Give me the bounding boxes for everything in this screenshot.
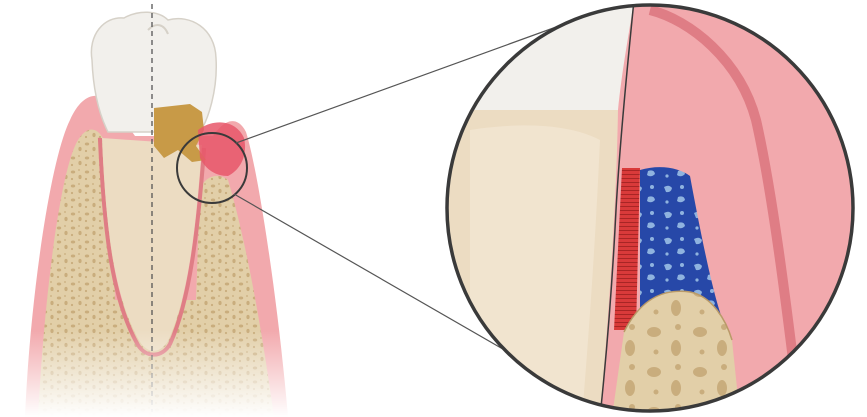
inset-enamel: [440, 0, 634, 110]
overview-tooth-panel: [0, 4, 300, 417]
bottom-fade: [0, 330, 300, 417]
magnified-inset: [440, 0, 867, 417]
